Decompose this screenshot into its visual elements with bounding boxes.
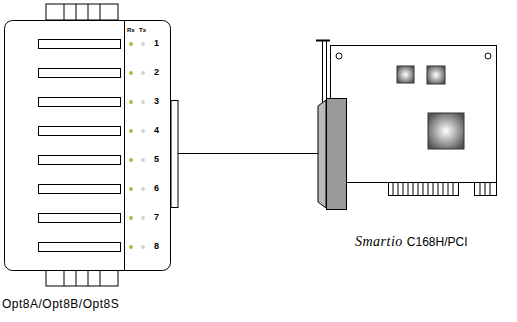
- tx-led: [141, 129, 145, 133]
- port-number: 3: [154, 97, 159, 106]
- cable: [178, 153, 318, 154]
- port-number: 2: [154, 68, 159, 77]
- cable-line: [178, 153, 318, 154]
- port-slot: [39, 243, 121, 252]
- port-number: 6: [154, 184, 159, 193]
- tx-led: [141, 100, 145, 104]
- brand-name: Smartio: [355, 234, 403, 250]
- edge-finger: [423, 183, 424, 195]
- edge-finger: [403, 183, 404, 195]
- tx-led: [141, 216, 145, 220]
- edge-finger: [408, 183, 409, 195]
- card-caption: Smartio C168H/PCI: [355, 234, 468, 250]
- edge-finger: [438, 183, 439, 195]
- port-slot: [39, 156, 121, 165]
- edge-finger: [413, 183, 414, 195]
- tx-led: [141, 42, 145, 46]
- opt8-box: Rx Tx 1 2 3 4 5 6 7 8Opt8A/Opt8B/Opt8S: [0, 0, 178, 318]
- port-slot: [39, 98, 121, 107]
- device-caption: Opt8A/Opt8B/Opt8S: [2, 298, 119, 310]
- port-slot: [39, 40, 121, 49]
- rx-led: [129, 129, 133, 133]
- model-name: C168H/PCI: [407, 235, 468, 249]
- port-slot: [39, 127, 121, 136]
- port-slot: [39, 214, 121, 223]
- rx-led: [129, 187, 133, 191]
- tx-led: [141, 187, 145, 191]
- edge-finger: [453, 183, 454, 195]
- edge-finger: [418, 183, 419, 195]
- edge-finger: [393, 183, 394, 195]
- rx-led: [129, 42, 133, 46]
- tx-led: [141, 158, 145, 162]
- port-number: 1: [154, 39, 159, 48]
- edge-finger: [433, 183, 434, 195]
- rx-led: [129, 71, 133, 75]
- rx-header: Rx: [127, 27, 135, 33]
- pci-card: Smartio C168H/PCI: [318, 40, 508, 262]
- edge-finger: [398, 183, 399, 195]
- tx-header: Tx: [139, 27, 146, 33]
- port-number: 4: [154, 126, 159, 135]
- port-slot: [39, 69, 121, 78]
- tx-led: [141, 71, 145, 75]
- port-number: 5: [154, 155, 159, 164]
- tx-led: [141, 245, 145, 249]
- port-slot: [39, 185, 121, 194]
- rx-led: [129, 100, 133, 104]
- edge-finger: [448, 183, 449, 195]
- rx-led: [129, 158, 133, 162]
- port-number: 8: [154, 242, 159, 251]
- rx-led: [129, 245, 133, 249]
- edge-finger: [443, 183, 444, 195]
- rx-led: [129, 216, 133, 220]
- edge-finger: [428, 183, 429, 195]
- port-number: 7: [154, 213, 159, 222]
